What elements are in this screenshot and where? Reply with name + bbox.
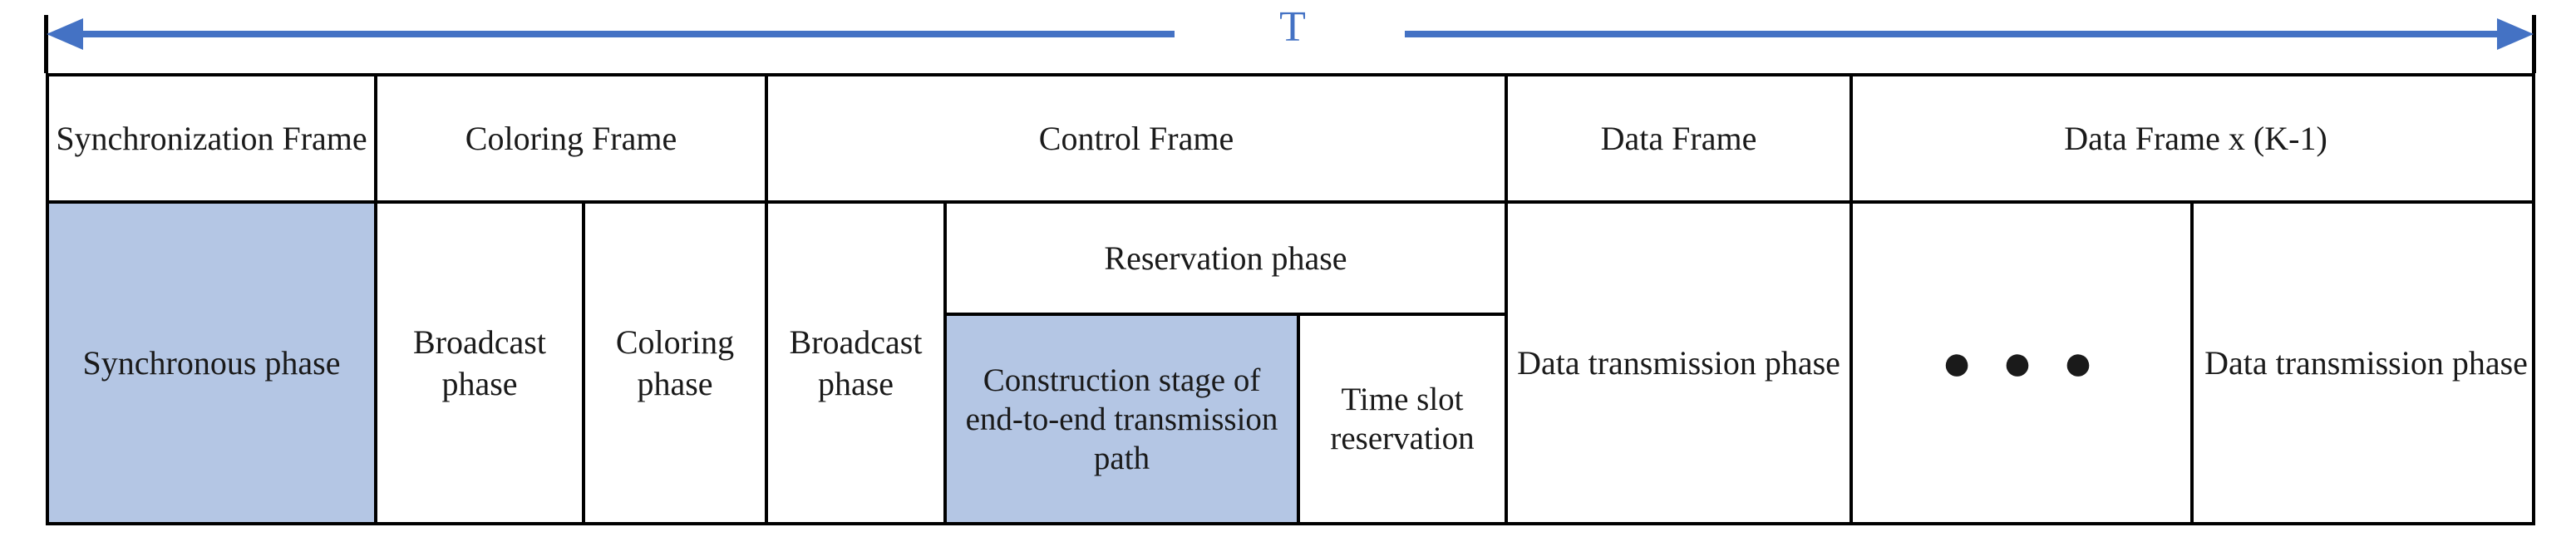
subcell-time-slot-reservation: Time slot reservation [1330, 382, 1475, 456]
frame-cell-data: Data Frame [1508, 76, 1853, 200]
frame-cell-data-repeat: Data Frame x (K-1) [2064, 119, 2327, 157]
phase-cell-data-transmission-first: Data transmission phase [1508, 204, 1853, 522]
phase-cell-data-transmission-last: Data transmission phase [2204, 343, 2528, 382]
phases-row: Synchronous phase Broadcast phase Colori… [49, 204, 2532, 522]
reservation-phase-group: Reservation phase Construction stage of … [947, 204, 1508, 522]
period-label-T: T [1279, 3, 1306, 51]
period-arrow-icon [44, 15, 2536, 73]
frame-cell-synchronization: Synchronization Frame [49, 76, 377, 200]
frame-structure-table: Synchronization Frame Coloring Frame Con… [46, 73, 2535, 525]
frame-cell-coloring: Coloring Frame [377, 76, 768, 200]
period-arrow-band: T [0, 0, 2576, 73]
phase-cell-coloring-broadcast: Broadcast phase [377, 204, 585, 522]
phase-cell-coloring: Coloring phase [585, 204, 768, 522]
phase-cell-synchronous: Synchronous phase [49, 204, 377, 522]
phase-cell-repeat-indicator: ● ● ● [1853, 204, 2194, 522]
reservation-phase-title: Reservation phase [947, 204, 1505, 316]
frames-header-row: Synchronization Frame Coloring Frame Con… [49, 76, 2532, 204]
phase-cell-control-broadcast: Broadcast phase [768, 204, 947, 522]
frame-cell-control: Control Frame [768, 76, 1508, 200]
subcell-construction-stage: Construction stage of end-to-end transmi… [947, 316, 1300, 522]
ellipsis-icon: ● ● ● [1941, 334, 2102, 392]
reservation-phase-subcells: Construction stage of end-to-end transmi… [947, 316, 1505, 522]
